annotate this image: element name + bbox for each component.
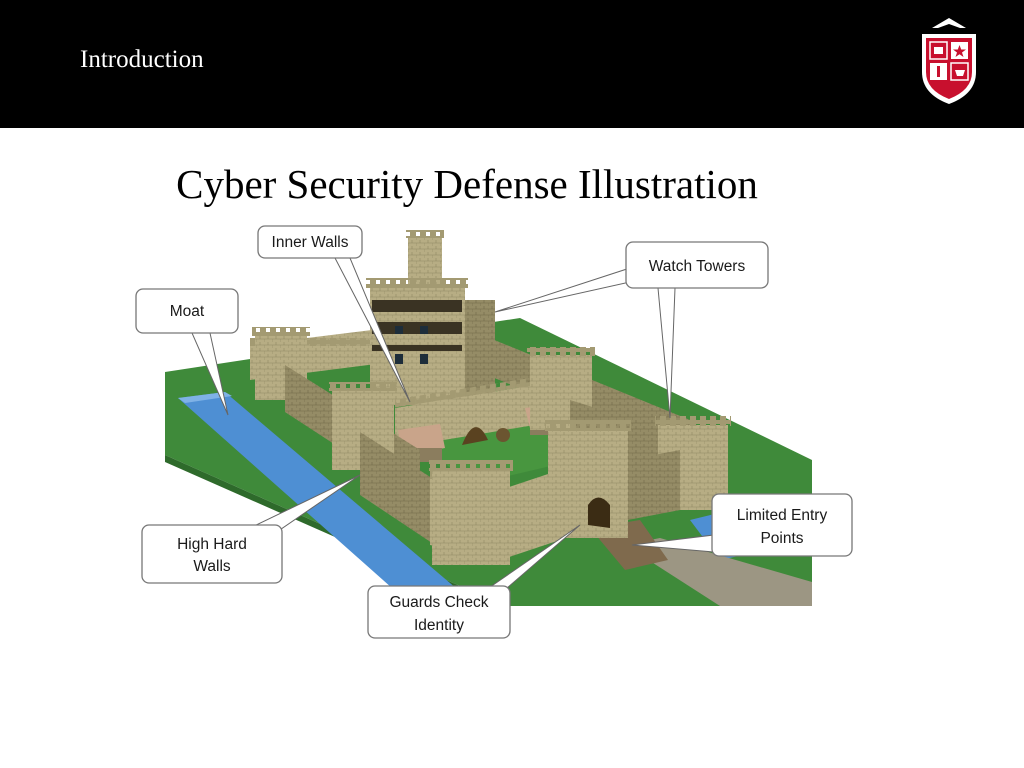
university-shield-logo xyxy=(922,18,976,104)
callout-inner-walls: Inner Walls xyxy=(257,225,363,259)
svg-text:Walls: Walls xyxy=(193,558,231,575)
watch-tower-front-left xyxy=(429,460,513,565)
callout-pointers xyxy=(191,257,715,595)
svg-text:Guards Check: Guards Check xyxy=(389,594,488,611)
svg-text:Inner Walls: Inner Walls xyxy=(272,234,349,251)
callout-moat: Moat xyxy=(135,288,239,334)
slide-title: Cyber Security Defense Illustration xyxy=(176,161,758,207)
section-title: Introduction xyxy=(80,46,204,73)
svg-text:Points: Points xyxy=(760,530,803,547)
svg-text:High Hard: High Hard xyxy=(177,536,247,553)
outer-wall-front-right xyxy=(628,450,680,520)
svg-text:Limited Entry: Limited Entry xyxy=(737,507,828,524)
svg-text:Moat: Moat xyxy=(170,303,205,320)
gate-tower xyxy=(545,420,631,538)
callout-high-hard-walls: High Hard Walls xyxy=(141,524,283,584)
castle-defense-illustration: Inner Walls Watch Towers Moat High Hard … xyxy=(135,225,853,639)
svg-text:Watch Towers: Watch Towers xyxy=(649,258,746,275)
callout-watch-towers: Watch Towers xyxy=(625,241,769,289)
svg-text:Identity: Identity xyxy=(414,617,464,634)
header-bar: Introduction xyxy=(0,0,1024,128)
central-keep xyxy=(366,230,495,405)
callout-limited-entry-points: Limited Entry Points xyxy=(711,493,853,557)
callout-guards-check-identity: Guards Check Identity xyxy=(367,585,511,639)
